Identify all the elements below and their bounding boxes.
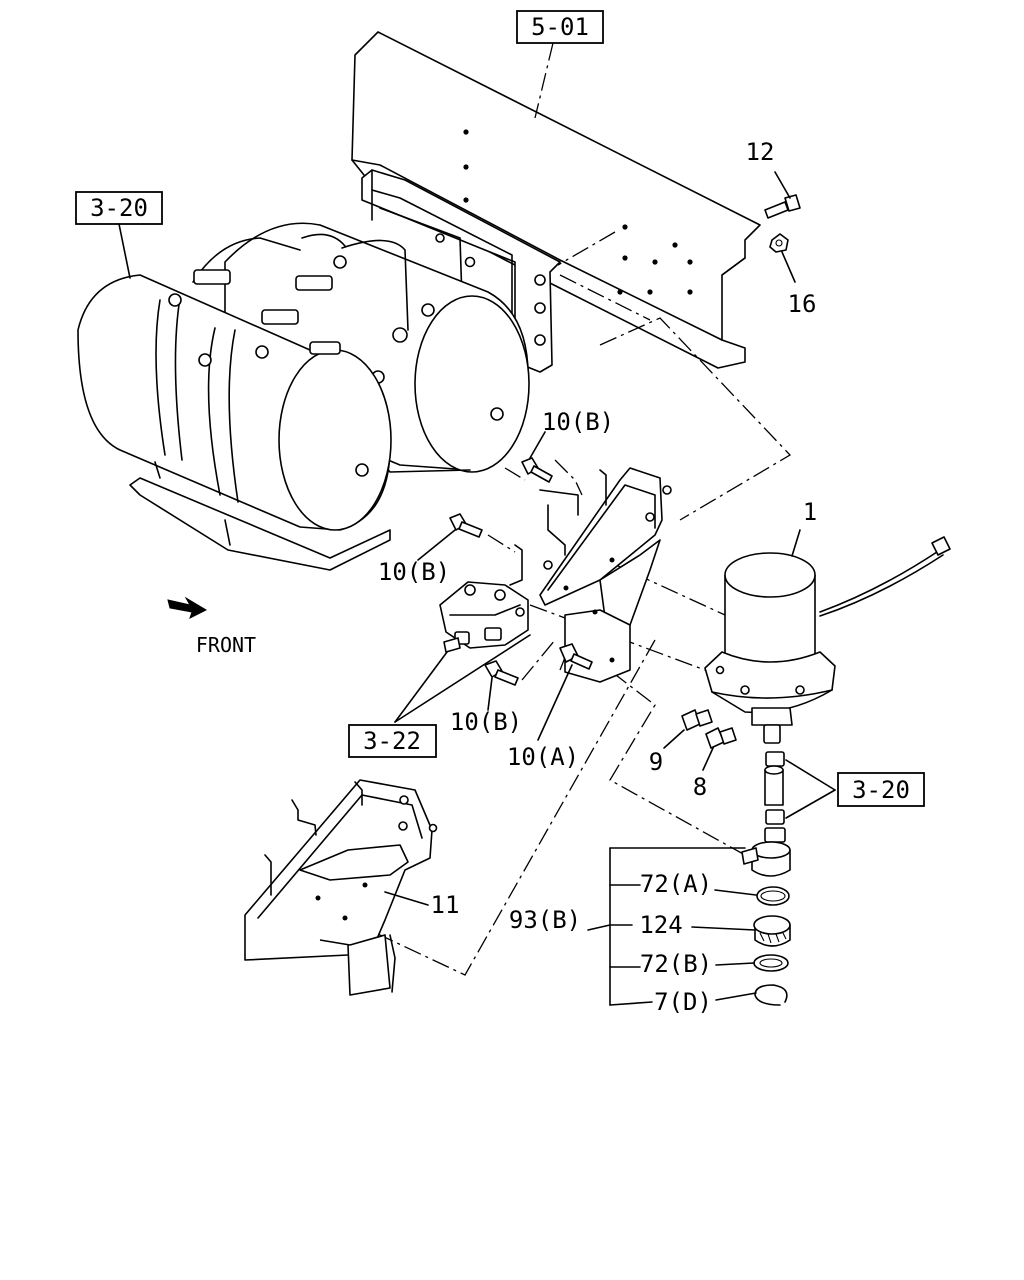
callout-10b-top: 10(B) <box>542 408 614 436</box>
fitting-9: 9 <box>649 709 713 776</box>
callout-1: 1 <box>803 498 817 526</box>
relay-valve <box>439 581 529 653</box>
kit-93b: 93(B) 72(A) 124 72(B) 7(D) <box>509 847 757 1016</box>
bolt-10a: 10(A) <box>507 643 593 771</box>
support-bracket-upper <box>509 467 672 683</box>
filter-124 <box>753 915 791 947</box>
reference-frame-label: 5-01 <box>531 13 589 41</box>
callout-8: 8 <box>693 773 707 801</box>
callout-11: 11 <box>431 891 460 919</box>
reference-box-tanks: 3-20 <box>75 191 163 279</box>
bracket-11: 11 <box>244 779 460 996</box>
snap-ring-7d <box>754 984 788 1006</box>
callout-16: 16 <box>788 290 817 318</box>
callout-72a: 72(A) <box>640 870 712 898</box>
seal-72b <box>753 954 789 972</box>
callout-7d: 7(D) <box>654 988 712 1016</box>
callout-12: 12 <box>746 138 775 166</box>
seal-72a <box>756 886 790 906</box>
nut-16: 16 <box>769 233 817 318</box>
cartridge-housing <box>741 827 791 877</box>
bolt-12: 12 <box>746 138 801 219</box>
callout-10a: 10(A) <box>507 743 579 771</box>
callout-72b: 72(B) <box>640 950 712 978</box>
tank-mount-bracket <box>361 169 561 373</box>
reference-valve-label: 3-22 <box>363 727 421 755</box>
fitting-8: 8 <box>693 727 737 801</box>
callout-10b-lower: 10(B) <box>450 708 522 736</box>
front-direction-indicator: FRONT <box>167 596 256 657</box>
front-arrow-icon <box>167 596 208 619</box>
reference-box-frame: 5-01 <box>516 10 604 119</box>
air-dryer: 1 <box>704 498 951 744</box>
reference-pipe-label: 3-20 <box>852 776 910 804</box>
air-tank-front <box>77 237 392 531</box>
tank-cradle <box>129 461 391 571</box>
pipe-fittings: 3-20 <box>764 751 925 825</box>
reference-tanks-label: 3-20 <box>90 194 148 222</box>
callout-93b: 93(B) <box>509 906 581 934</box>
callout-9: 9 <box>649 748 663 776</box>
callout-10b-left: 10(B) <box>378 558 450 586</box>
front-label: FRONT <box>196 633 256 657</box>
bolt-10b-top: 10(B) <box>521 408 614 483</box>
callout-124: 124 <box>639 911 682 939</box>
reference-box-valve: 3-22 <box>348 634 531 758</box>
bolt-10b-left: 10(B) <box>378 513 483 586</box>
bolt-10b-lower: 10(B) <box>450 660 522 736</box>
